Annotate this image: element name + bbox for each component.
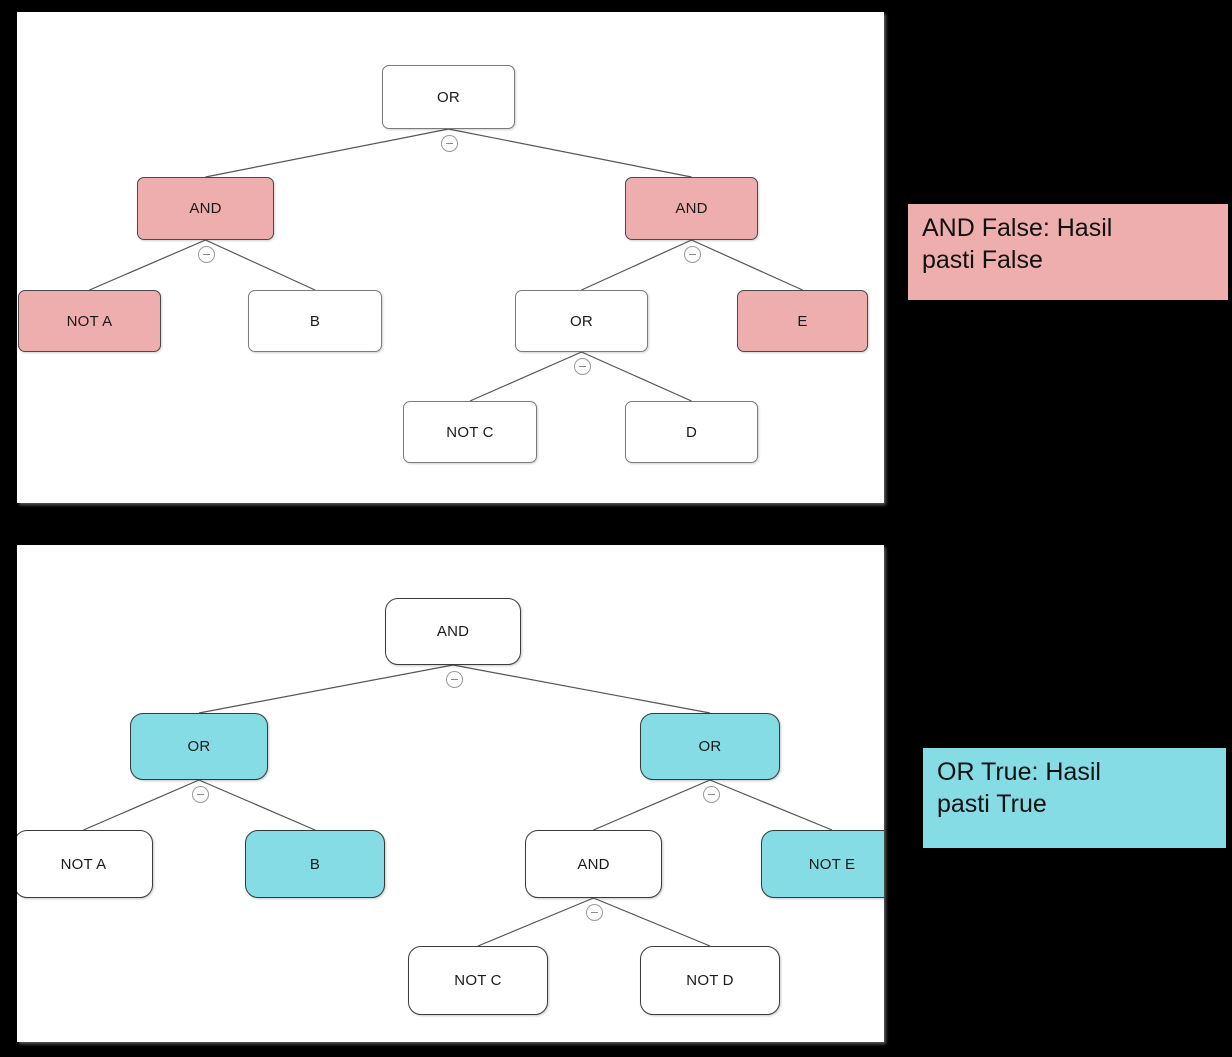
tree-node-or[interactable]: OR [640, 713, 780, 780]
tree-edge [452, 664, 711, 714]
tree-node-and[interactable]: AND [385, 598, 521, 665]
tree-node-and[interactable]: AND [137, 177, 274, 240]
tree-node-label: NOT C [446, 423, 494, 441]
tree-node-or[interactable]: OR [382, 65, 515, 129]
tree-node-d[interactable]: D [625, 401, 758, 463]
tree-edge [581, 351, 692, 402]
minus-circle-icon[interactable] [441, 135, 458, 152]
tree-node-label: NOT E [808, 855, 856, 873]
tree-edge [205, 128, 449, 178]
minus-circle-icon[interactable] [198, 246, 215, 263]
tree-node-or[interactable]: OR [130, 713, 268, 780]
tree-node-label: AND [577, 855, 610, 873]
diagram-panel-and-false: OR AND AND NOT A B OR E NOT C D [17, 12, 884, 503]
tree-edge [581, 239, 692, 291]
tree-node-and[interactable]: AND [525, 830, 662, 898]
tree-edge [593, 779, 711, 831]
minus-circle-icon[interactable] [191, 786, 209, 803]
tree-node-label: E [797, 312, 808, 330]
tree-node-label: OR [187, 738, 211, 755]
tree-node-b[interactable]: B [245, 830, 385, 898]
tree-node-label: AND [675, 200, 708, 217]
tree-node-not-a[interactable]: NOT A [17, 830, 153, 898]
tree-node-not-e[interactable]: NOT E [761, 830, 884, 898]
tree-edge [477, 897, 594, 947]
tree-node-e[interactable]: E [737, 290, 868, 352]
tree-node-label: D [685, 423, 698, 441]
tree-node-label: B [309, 312, 321, 330]
legend-or-true: OR True: Hasil pasti True [923, 748, 1226, 848]
tree-node-not-c[interactable]: NOT C [408, 946, 548, 1015]
edge-layer-or-true [83, 664, 833, 947]
tree-edge [198, 779, 316, 831]
tree-node-label: NOT A [60, 855, 107, 873]
legend-or-true-line1: OR True: Hasil [937, 758, 1101, 786]
legend-and-false-line2: pasti False [922, 246, 1043, 274]
diagram-panel-or-true: AND OR OR NOT A B AND NOT E NOT C NOT D [17, 545, 884, 1042]
tree-node-label: NOT C [454, 972, 502, 989]
tree-node-not-d[interactable]: NOT D [640, 946, 780, 1015]
edge-layer-and-false [89, 128, 803, 402]
tree-node-label: OR [437, 88, 460, 106]
tree-node-and[interactable]: AND [625, 177, 758, 240]
tree-node-label: AND [436, 623, 470, 640]
minus-circle-icon[interactable] [586, 904, 603, 921]
tree-node-label: NOT A [66, 312, 113, 330]
minus-circle-icon[interactable] [574, 358, 591, 375]
tree-edge [198, 664, 454, 714]
minus-circle-icon[interactable] [702, 786, 720, 803]
legend-and-false-line1: AND False: Hasil [922, 214, 1113, 242]
tree-edge [469, 351, 582, 402]
minus-circle-icon[interactable] [684, 246, 701, 263]
minus-circle-icon[interactable] [445, 671, 463, 688]
legend-or-true-line2: pasti True [937, 790, 1047, 818]
tree-node-or[interactable]: OR [515, 290, 648, 352]
tree-node-label: B [309, 855, 321, 873]
legend-and-false: AND False: Hasil pasti False [908, 204, 1228, 300]
tree-node-b[interactable]: B [248, 290, 382, 352]
tree-node-label: AND [189, 200, 222, 217]
tree-edge [448, 128, 692, 178]
tree-edge [709, 779, 833, 831]
tree-edge [83, 779, 200, 831]
tree-node-not-a[interactable]: NOT A [18, 290, 161, 352]
tree-node-label: OR [698, 738, 722, 755]
tree-edge [691, 239, 803, 291]
tree-edge [205, 239, 316, 291]
tree-edge [89, 239, 206, 291]
tree-edge [593, 897, 711, 947]
tree-node-label: NOT D [686, 972, 734, 989]
tree-node-not-c[interactable]: NOT C [403, 401, 537, 463]
tree-node-label: OR [570, 312, 593, 330]
